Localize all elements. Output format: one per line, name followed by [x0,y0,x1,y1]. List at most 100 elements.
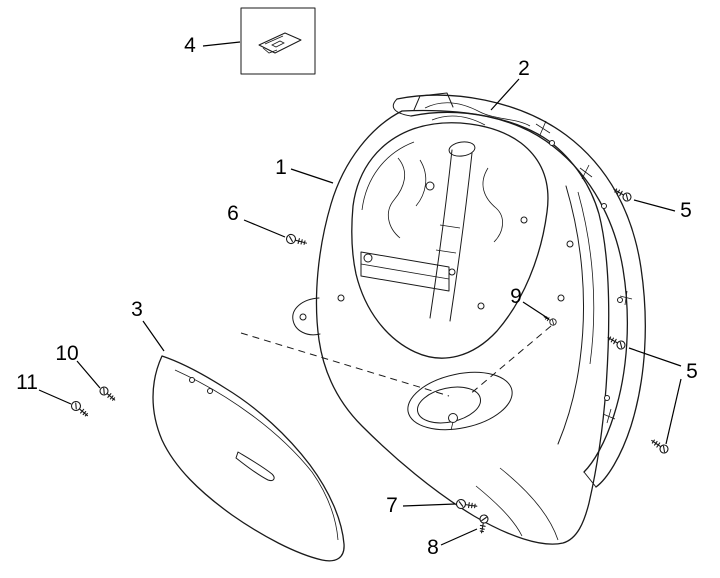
band-hole [604,395,610,401]
mount-hole [520,216,528,224]
clip-part-foot [262,47,278,54]
screw-icon [99,386,116,401]
callout-label: 2 [518,57,530,80]
leader-line [665,378,682,445]
band-clip [602,408,616,424]
band-right-end [583,471,597,488]
mount-hole [425,181,435,191]
clip-part-slot [271,40,285,48]
callout-3: 3 [131,298,165,352]
left-mount-lug [292,297,321,336]
column-tick-1 [435,249,457,254]
leader-line [290,168,334,184]
callout-label: 9 [510,285,522,308]
inner-panel-contour [174,369,339,541]
leg-shield-aperture [351,122,549,359]
callout-4: 4 [184,34,241,57]
vent-oval-inner [417,386,481,424]
part-4-box [240,7,316,75]
leader-line [490,78,520,111]
left-lug-hole [299,313,307,321]
leg-shield-part [292,92,610,545]
inner-panel-outline [152,355,345,562]
inner-panel-part [152,355,345,562]
handlebar-squiggle-2 [431,115,486,126]
leader-line [628,347,682,367]
steering-column-left [429,149,453,319]
leg-shield-outline [315,109,610,545]
leader-line [243,219,286,238]
rear-cover-band-part [392,94,646,488]
callout-label: 1 [275,156,287,179]
callout-label: 11 [16,371,38,394]
callout-label: 4 [184,34,196,57]
inner-panel-slot [235,451,275,481]
screw-icon [607,336,626,350]
cross-member [360,251,450,292]
leg-shield-top-tab [413,92,454,111]
screw-icon [70,400,89,417]
band-clip [619,290,633,306]
band-clip [535,120,551,136]
panel-hole [207,388,213,394]
assembly-axis-line [468,325,552,396]
callout-label: 3 [131,298,143,321]
assembly-axis-line [240,332,450,397]
screw-icon [285,233,308,245]
leader-line [440,528,478,546]
mount-hole [448,268,456,276]
lower-duct-line-1 [499,467,559,541]
clip-part-body [258,32,302,54]
band-hole [617,297,623,303]
callout-label: 5 [680,199,692,222]
steering-column-right [449,152,473,322]
cross-member-line [360,263,450,280]
band-hole [549,140,555,146]
band-clip [579,164,593,180]
flange-hole [566,240,574,248]
leader-line [38,389,72,405]
mount-hole [477,302,485,310]
callout-label: 5 [686,360,698,383]
callout-6: 6 [227,202,286,238]
handlebar-squiggle-1 [424,102,531,127]
vent-screw-hole [448,413,458,423]
vent-oval [407,371,513,431]
callout-label: 7 [386,494,398,517]
callout-7: 7 [386,494,456,517]
panel-hole [189,377,195,383]
clip-part-edge [264,35,284,45]
mount-hole [363,253,373,263]
callout-10: 10 [55,342,101,389]
lower-duct-line-2 [475,485,523,537]
leader-line [522,301,550,320]
band-outer-edge [396,94,646,488]
band-inner-edge [410,111,628,473]
callout-11: 11 [16,371,72,405]
callout-5-upper: 5 [633,199,692,222]
screw-icon [651,439,669,454]
leader-line [633,199,676,212]
flange-hole [557,294,565,302]
cable-2 [482,167,503,243]
leader-line [402,503,456,507]
aperture-rim-line [361,141,415,211]
band-left-end [392,98,412,117]
leader-line [142,320,165,352]
callout-8: 8 [427,528,478,559]
steering-column-top [448,141,476,157]
screw-icon [479,514,489,534]
leader-line [202,41,241,47]
mount-hole [337,294,345,302]
callout-5-lower: 5 [628,347,698,445]
screw-icon [613,188,632,202]
screw-icon [455,498,478,510]
clip-part-box [240,7,316,75]
callout-label: 8 [427,536,439,559]
leader-line [76,360,101,389]
callout-9: 9 [510,285,550,320]
cable-3 [415,159,427,207]
band-hole [601,203,607,209]
